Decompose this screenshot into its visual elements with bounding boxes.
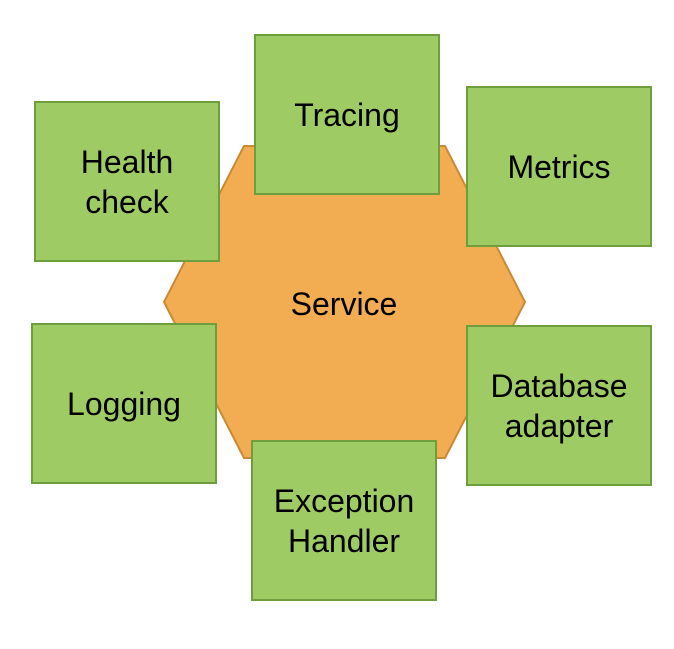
health-check-label: Health check <box>80 143 174 220</box>
tracing-label: Tracing <box>294 96 400 133</box>
exception-handler-label: Exception Handler <box>273 482 415 559</box>
metrics-box: Metrics <box>466 86 652 247</box>
database-adapter-label: Database adapter <box>490 367 628 444</box>
logging-box: Logging <box>31 323 217 484</box>
logging-label: Logging <box>67 385 181 422</box>
database-adapter-box: Database adapter <box>466 325 652 486</box>
metrics-label: Metrics <box>507 148 611 185</box>
health-check-box: Health check <box>34 101 220 262</box>
service-hexagon <box>162 145 527 459</box>
service-label: Service <box>290 285 398 322</box>
tracing-box: Tracing <box>254 34 440 195</box>
exception-handler-box: Exception Handler <box>251 440 437 601</box>
